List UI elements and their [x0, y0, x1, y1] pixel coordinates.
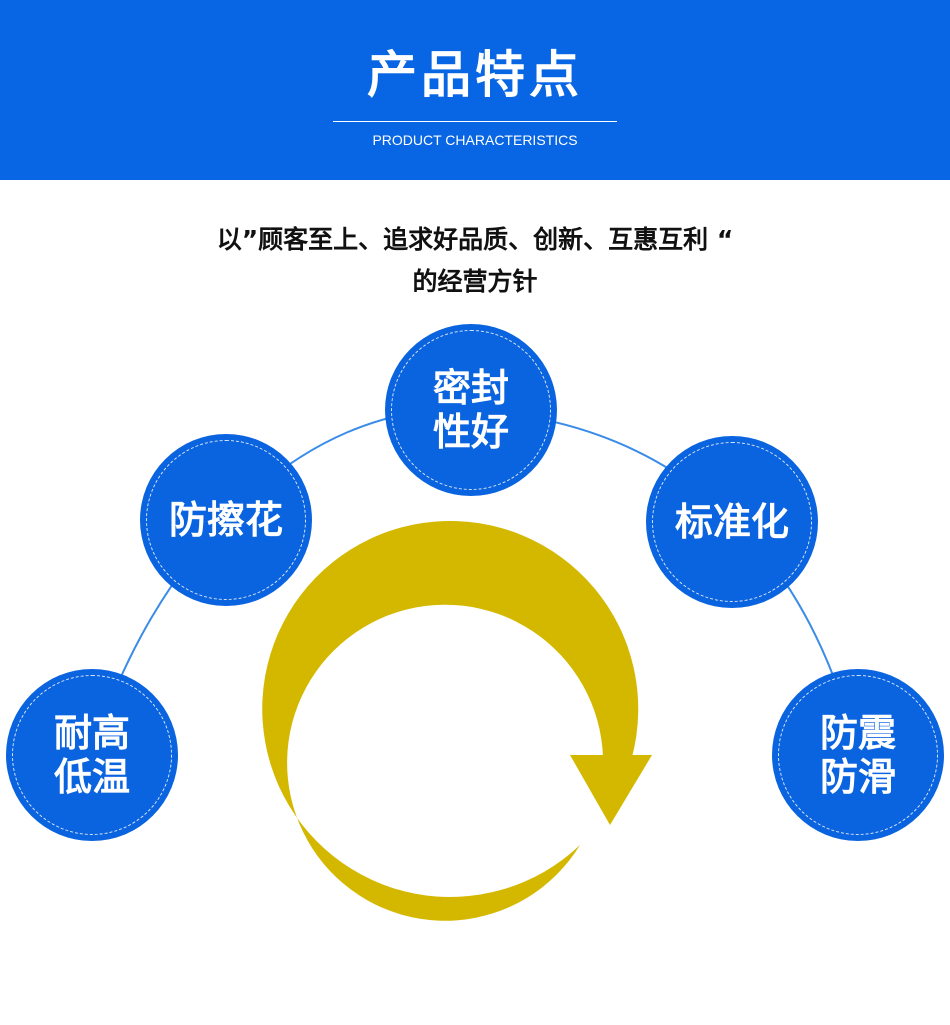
- feature-scratch-resistant: 防擦花: [140, 434, 312, 606]
- feature-sealing: 密封 性好: [385, 324, 557, 496]
- feature-label: 性好: [432, 410, 509, 454]
- page-subtitle: PRODUCT CHARACTERISTICS: [372, 132, 578, 148]
- feature-label: 标准化: [674, 500, 789, 544]
- feature-label: 防擦花: [168, 498, 283, 542]
- feature-temperature-resistant: 耐高 低温: [6, 669, 178, 841]
- feature-label: 防滑: [819, 755, 896, 799]
- feature-label: 耐高: [53, 711, 130, 755]
- motto-line-2: 的经营方针: [412, 267, 538, 296]
- feature-label: 低温: [53, 755, 130, 799]
- page-title: 产品特点: [367, 46, 583, 104]
- motto-line-1: 以”顾客至上、追求好品质、创新、互惠互利 “: [216, 225, 734, 254]
- circular-arrow-icon: [262, 520, 652, 921]
- feature-standardized: 标准化: [646, 436, 818, 608]
- feature-label: 密封: [432, 366, 509, 410]
- title-divider: [333, 121, 617, 122]
- feature-shock-slip-resistant: 防震 防滑: [772, 669, 944, 841]
- header-banner: 产品特点 PRODUCT CHARACTERISTICS: [0, 0, 950, 180]
- feature-label: 防震: [819, 711, 896, 755]
